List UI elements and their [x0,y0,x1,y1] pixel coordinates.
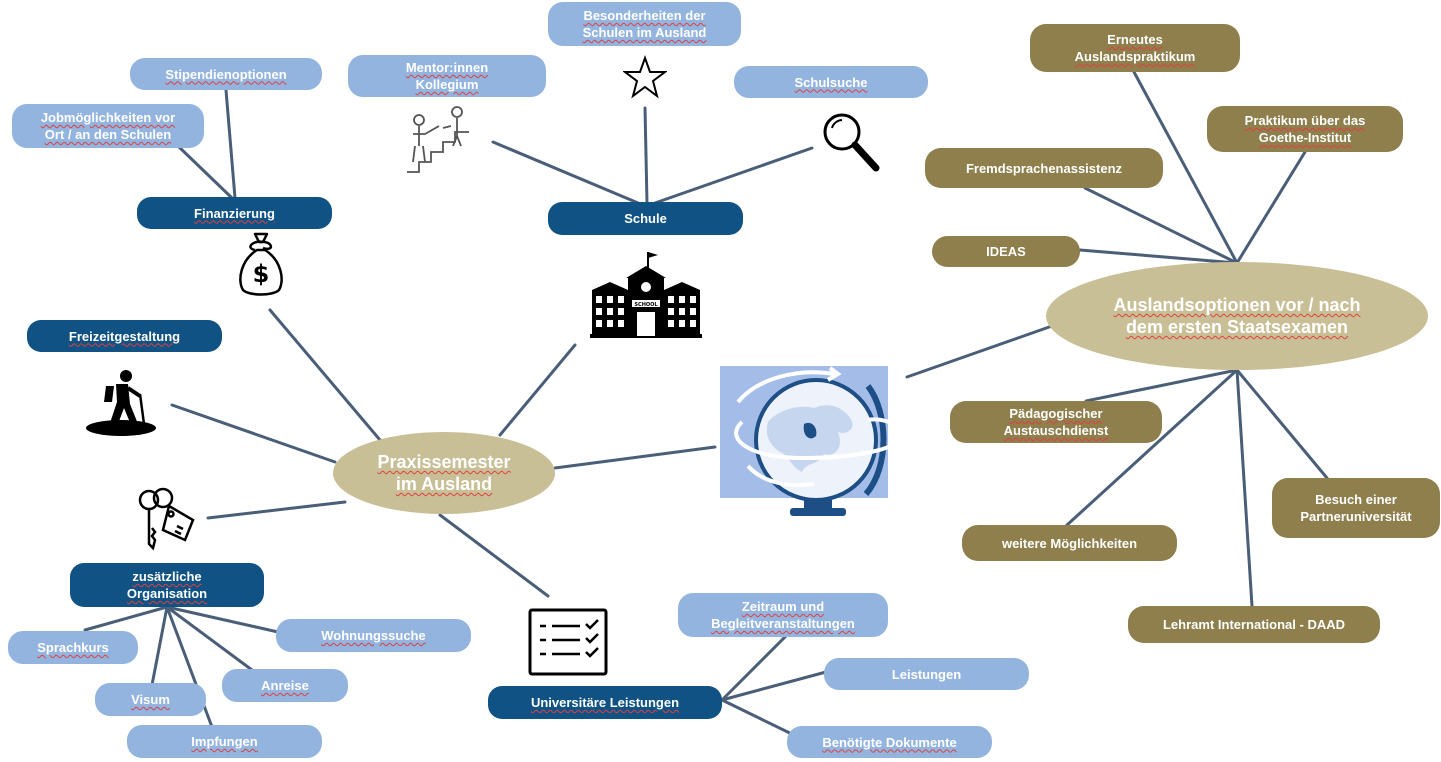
leaf-schulsuche[interactable]: Schulsuche [734,66,928,98]
leaf-zeitraum[interactable]: Zeitraum und Begleitveranstaltungen [678,593,888,637]
leaf-sprachkurs-label: Sprachkurs [37,640,109,655]
leaf-impfungen-label: Impfungen [191,734,258,749]
option-goethe-institut[interactable]: Praktikum über das Goethe-Institut [1207,106,1403,152]
option-goethe-label: Praktikum über das Goethe-Institut [1244,113,1366,145]
option-weitere-moeglichkeiten[interactable]: weitere Möglichkeiten [962,525,1177,561]
branch-zusaetzliche-organisation[interactable]: zusätzliche Organisation [70,563,264,607]
svg-text:SCHOOL: SCHOOL [634,302,658,308]
branch-schule-label: Schule [624,211,667,226]
option-erneutes-label: Erneutes Auslandspraktikum [1074,32,1196,64]
leaf-visum-label: Visum [131,692,170,707]
leaf-mentorinnen-label: Mentor:innen Kollegium [405,60,489,92]
leaf-besonderheiten[interactable]: Besonderheiten der Schulen im Ausland [548,2,741,46]
keys-tag-icon [138,487,195,551]
leaf-mentorinnen[interactable]: Mentor:innen Kollegium [348,55,546,97]
branch-finanzierung-label: Finanzierung [194,205,275,221]
branch-organisation-label: zusätzliche Organisation [126,569,208,601]
branch-universitaere-leistungen[interactable]: Universitäre Leistungen [488,686,722,719]
money-bag-icon: $ [239,232,283,296]
topic-auslandsoptionen-label: Auslandsoptionen vor / nach dem ersten S… [1113,295,1361,337]
leaf-jobmoeglichkeiten-label: Jobmöglichkeiten vor Ort / an den Schule… [40,110,176,142]
option-lehramt-international-daad[interactable]: Lehramt International - DAAD [1128,606,1380,643]
branch-uni-label: Universitäre Leistungen [530,695,680,710]
svg-text:$: $ [253,260,270,288]
option-pad-label: Pädagogischer Austauschdienst [1003,406,1109,438]
option-partneruni-label: Besuch einer Partneruniversität [1300,492,1412,524]
option-weitere-label: weitere Möglichkeiten [1001,535,1138,551]
leaf-jobmoeglichkeiten[interactable]: Jobmöglichkeiten vor Ort / an den Schule… [12,104,204,148]
branch-freizeitgestaltung-label: Freizeitgestaltung [68,328,181,344]
branch-finanzierung[interactable]: Finanzierung [137,197,332,229]
option-erneutes-auslandspraktikum[interactable]: Erneutes Auslandspraktikum [1030,24,1240,72]
star-icon [623,55,667,99]
leaf-stipendienoptionen[interactable]: Stipendienoptionen [130,58,322,90]
branch-freizeitgestaltung[interactable]: Freizeitgestaltung [27,320,222,352]
central-topic-praxissemester[interactable]: Praxissemester im Ausland [333,432,555,514]
leaf-leistungen-label: Leistungen [891,666,962,682]
central-topic-label: Praxissemester im Ausland [377,452,511,494]
option-partneruniversitaet[interactable]: Besuch einer Partneruniversität [1272,478,1440,538]
leaf-wohnungssuche-label: Wohnungssuche [321,628,426,643]
leaf-schulsuche-label: Schulsuche [794,74,868,90]
option-fremdsprachenassistenz[interactable]: Fremdsprachenassistenz [925,148,1163,188]
leaf-visum[interactable]: Visum [95,683,206,716]
option-ideas[interactable]: IDEAS [932,236,1080,267]
hiker-icon [86,370,156,436]
option-fremdsprachen-label: Fremdsprachenassistenz [965,160,1123,176]
leaf-stipendienoptionen-label: Stipendienoptionen [165,66,287,82]
leaf-benoetigte-dokumente[interactable]: Benötigte Dokumente [787,726,992,758]
option-daad-label: Lehramt International - DAAD [1162,617,1345,632]
option-paedagogischer-austauschdienst[interactable]: Pädagogischer Austauschdienst [950,401,1162,443]
globe-icon [720,366,905,516]
topic-auslandsoptionen[interactable]: Auslandsoptionen vor / nach dem ersten S… [1046,262,1428,370]
leaf-impfungen[interactable]: Impfungen [127,725,322,758]
checklist-icon [528,608,608,676]
leaf-besonderheiten-label: Besonderheiten der Schulen im Ausland [582,8,707,40]
leaf-zeitraum-label: Zeitraum und Begleitveranstaltungen [711,599,855,631]
mentor-stairs-icon [407,106,469,173]
leaf-anreise[interactable]: Anreise [222,669,348,702]
leaf-wohnungssuche[interactable]: Wohnungssuche [276,619,471,652]
leaf-dokumente-label: Benötigte Dokumente [822,734,957,750]
leaf-leistungen[interactable]: Leistungen [824,658,1029,690]
option-ideas-label: IDEAS [986,244,1026,259]
leaf-sprachkurs[interactable]: Sprachkurs [8,631,138,664]
magnifier-icon [823,113,880,172]
leaf-anreise-label: Anreise [261,678,309,693]
branch-schule[interactable]: Schule [548,202,743,235]
school-building-icon: SCHOOL [590,252,702,338]
